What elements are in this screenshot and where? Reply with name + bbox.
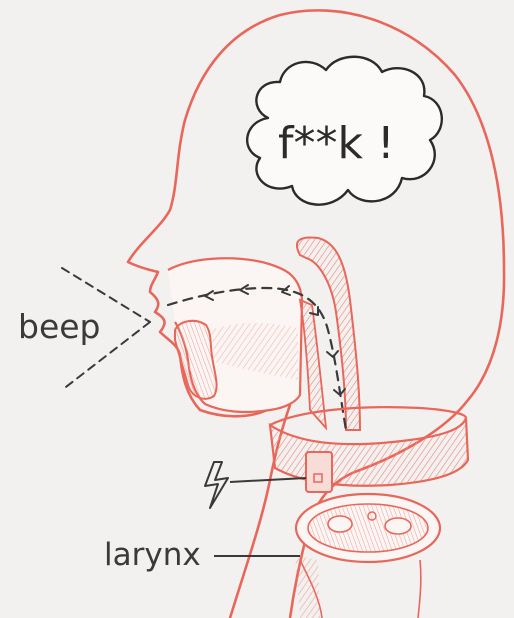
thought-text: f**k ! bbox=[278, 118, 395, 169]
collar-device bbox=[306, 452, 332, 492]
lightning-icon bbox=[205, 462, 228, 508]
collar-top-edge bbox=[270, 407, 466, 425]
lightning-pointer bbox=[230, 478, 306, 482]
beep-label: beep bbox=[18, 307, 101, 346]
pharynx-wall bbox=[300, 300, 326, 428]
larynx-label: larynx bbox=[104, 537, 201, 573]
